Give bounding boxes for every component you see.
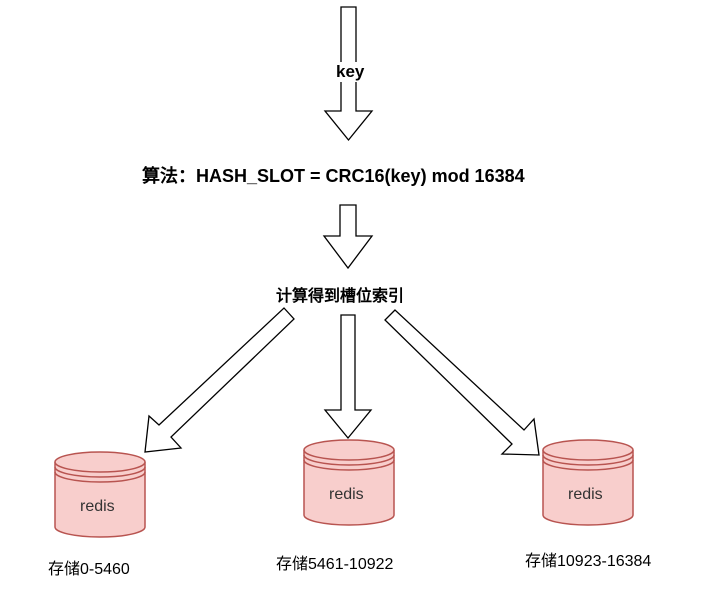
arrow-step-to-redis-2 — [323, 314, 373, 440]
input-key-label: key — [334, 62, 367, 82]
redis-node-3-slot-range: 存储10923-16384 — [525, 553, 652, 570]
hash-slot-formula: 算法：HASH_SLOT = CRC16(key) mod 16384 — [142, 166, 525, 186]
redis-node-3-label: redis — [568, 486, 603, 503]
slot-index-step-label: 计算得到槽位索引 — [276, 288, 405, 305]
redis-node-3 — [542, 439, 634, 526]
arrow-formula-to-step — [322, 204, 374, 270]
redis-node-2-slot-range: 存储5461-10922 — [276, 556, 394, 573]
redis-node-2 — [303, 439, 395, 526]
redis-node-1-label: redis — [80, 498, 115, 515]
arrow-step-to-redis-3 — [384, 309, 540, 456]
redis-node-1-slot-range: 存储0-5460 — [48, 561, 130, 578]
redis-node-1 — [54, 451, 146, 538]
arrow-step-to-redis-1 — [144, 307, 295, 453]
redis-node-2-label: redis — [329, 486, 364, 503]
